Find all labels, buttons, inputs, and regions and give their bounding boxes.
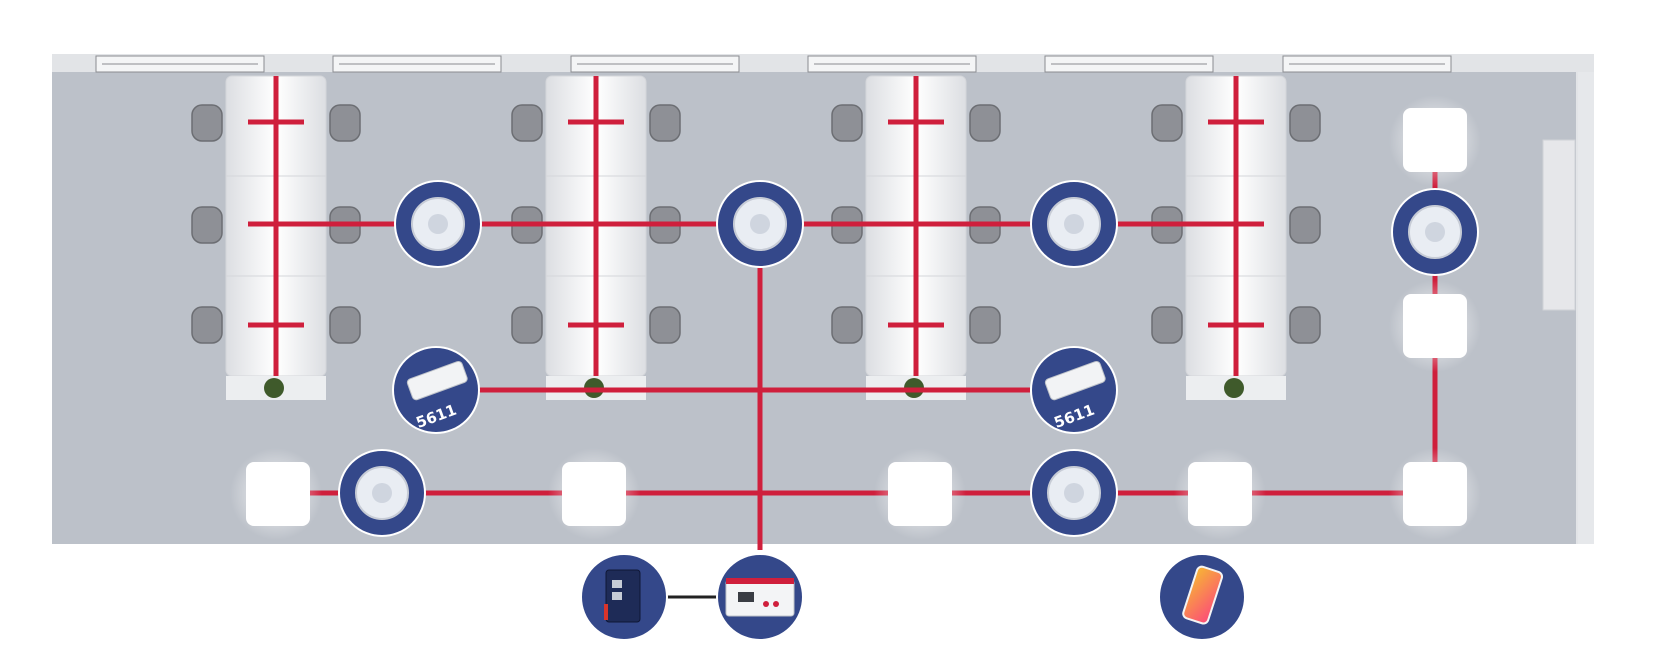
chair-icon <box>191 306 223 344</box>
square-ceiling-light-icon <box>1389 95 1481 187</box>
controller-gateway <box>580 553 668 641</box>
plant-icon <box>1224 378 1244 398</box>
square-ceiling-light-icon <box>1174 448 1266 540</box>
chair-icon <box>1289 104 1321 142</box>
window <box>1044 55 1214 73</box>
chair-icon <box>511 306 543 344</box>
square-ceiling-light-icon <box>1389 280 1481 372</box>
square-ceiling-light-icon <box>874 448 966 540</box>
smartphone-app <box>1158 553 1246 641</box>
dimmer-module-right: 5611 <box>1030 346 1118 434</box>
window <box>1282 55 1452 73</box>
chair-icon <box>191 104 223 142</box>
chair-icon <box>1151 306 1183 344</box>
presence-sensors <box>338 180 1479 537</box>
window <box>807 55 977 73</box>
square-ceiling-light-icon <box>1389 448 1481 540</box>
ceiling-presence-sensor-icon <box>394 180 482 268</box>
smartphone-app-icon <box>1182 565 1224 625</box>
chair-icon <box>831 104 863 142</box>
plant-icon <box>264 378 284 398</box>
window <box>95 55 265 73</box>
chair-icon <box>329 306 361 344</box>
right-wall <box>1578 72 1594 544</box>
chair-icon <box>831 306 863 344</box>
windows <box>95 55 1452 73</box>
square-ceiling-light-icon <box>230 448 322 540</box>
chairs <box>191 104 1321 344</box>
dimmer-module-icon <box>406 360 468 401</box>
window <box>332 55 502 73</box>
chair-icon <box>1289 306 1321 344</box>
ceiling-presence-sensor-icon <box>716 180 804 268</box>
controller-gateway-icon <box>604 569 641 623</box>
chair-icon <box>511 104 543 142</box>
dimmer-module-left: 5611 <box>392 346 480 434</box>
din-rail-actuator-icon <box>725 578 795 617</box>
ceiling-presence-sensor-icon <box>338 449 426 537</box>
chair-icon <box>1151 104 1183 142</box>
chair-icon <box>969 306 1001 344</box>
ceiling-lights <box>230 95 1481 540</box>
window <box>570 55 740 73</box>
chair-icon <box>649 306 681 344</box>
dimmer-module-icon <box>1044 360 1106 401</box>
chair-icon <box>329 104 361 142</box>
ceiling-presence-sensor-icon <box>1391 188 1479 276</box>
chair-icon <box>969 104 1001 142</box>
ceiling-presence-sensor-icon <box>1030 180 1118 268</box>
square-ceiling-light-icon <box>548 448 640 540</box>
cabinet <box>1542 139 1576 311</box>
chair-icon <box>191 206 223 244</box>
ceiling-presence-sensor-icon <box>1030 449 1118 537</box>
chair-icon <box>649 104 681 142</box>
din-rail-actuator <box>716 553 804 641</box>
chair-icon <box>1289 206 1321 244</box>
